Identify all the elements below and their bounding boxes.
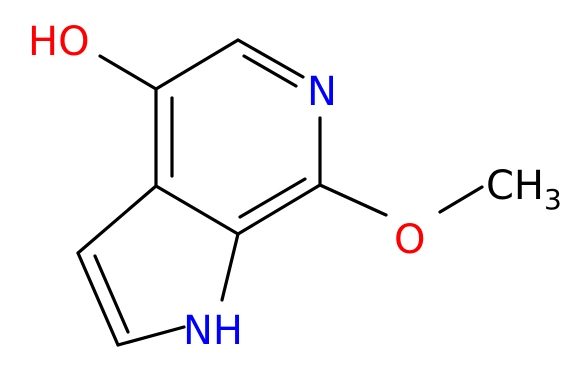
hydroxyl-label: HO: [28, 19, 90, 65]
ether-oxygen-label: O: [394, 217, 425, 263]
pyrrole-nh-label: NH: [183, 308, 243, 354]
methyl-main: CH: [486, 163, 544, 209]
bond-o-ch3: [438, 185, 484, 214]
atom-labels: HO N O NH CH3: [28, 19, 562, 354]
bond-c7-c7a-inner: [238, 177, 307, 219]
bond-c3-c2: [76, 251, 120, 347]
bond-c2-n1: [116, 325, 186, 347]
bond-n1-c7a: [220, 232, 240, 302]
bond-c3-c2-inner: [93, 254, 130, 334]
bond-c3a-c3: [76, 184, 158, 255]
bond-c5-n6-inner: [242, 54, 298, 88]
bond-c7-c7a: [236, 183, 322, 236]
methyl-label: CH3: [486, 163, 562, 216]
bonds: [76, 38, 484, 347]
bond-c7a-c3a: [154, 184, 240, 236]
bond-c7-o: [318, 183, 388, 217]
bond-c4-oh: [98, 54, 158, 91]
methyl-subscript: 3: [544, 183, 562, 216]
bond-c4-c5: [154, 38, 240, 91]
bond-c5-n6: [236, 38, 305, 79]
pyridine-nitrogen-label: N: [307, 69, 337, 115]
